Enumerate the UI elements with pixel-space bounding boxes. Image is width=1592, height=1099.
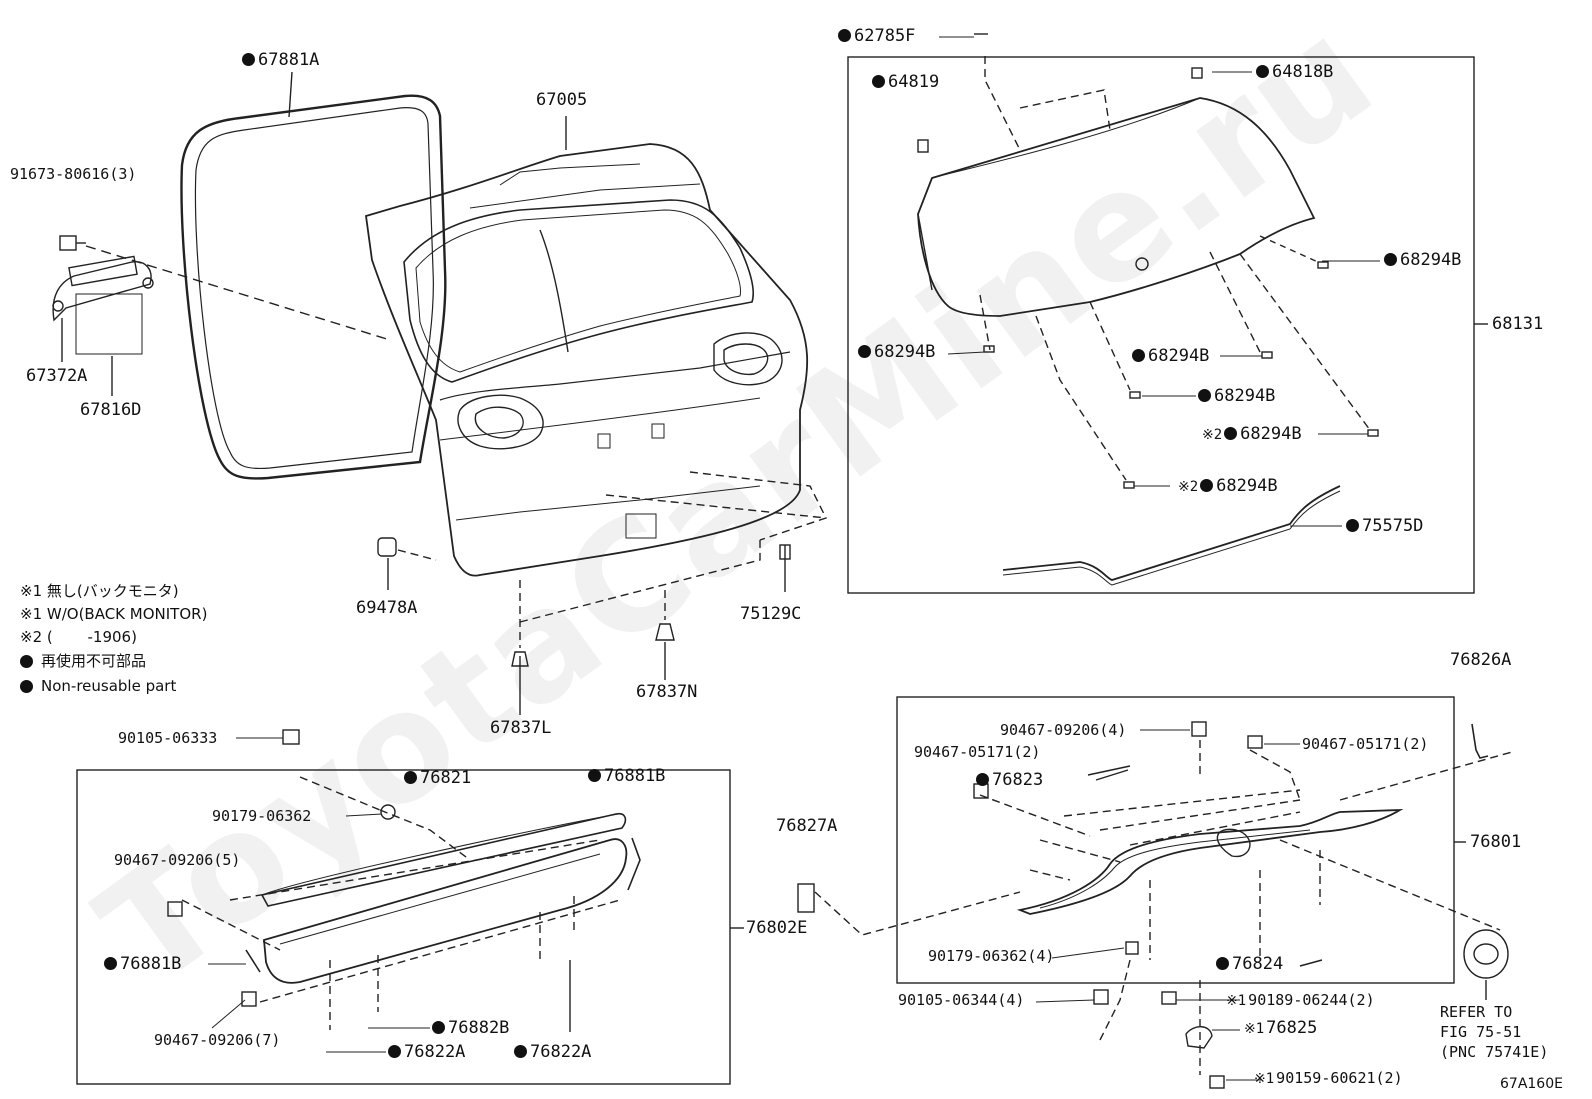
label-67837L: 67837L bbox=[490, 718, 552, 738]
non-reusable-dot-icon bbox=[588, 769, 601, 782]
label-90179-06362-4: 90179-06362(4) bbox=[928, 947, 1055, 965]
clip-67837N bbox=[655, 623, 675, 641]
non-reusable-dot-icon bbox=[1224, 427, 1238, 440]
frame-garnish-group bbox=[76, 769, 731, 1085]
non-reusable-dot-icon bbox=[1346, 519, 1359, 532]
non-reusable-dot-icon bbox=[838, 29, 851, 42]
non-reusable-dot-icon bbox=[20, 680, 33, 693]
label-68294B-4: 68294B bbox=[1198, 386, 1275, 406]
label-90467-05171-2a: 90467-05171(2) bbox=[1302, 735, 1429, 753]
clip-lines-67837 bbox=[519, 471, 827, 648]
label-69478A: 69478A bbox=[356, 598, 418, 618]
non-reusable-dot-icon bbox=[404, 771, 417, 784]
label-64818B: 64818B bbox=[1256, 62, 1333, 82]
refer-line-3: (PNC 75741E) bbox=[1440, 1043, 1549, 1061]
label-67005: 67005 bbox=[536, 90, 588, 110]
refer-line-1: REFER TO bbox=[1440, 1003, 1513, 1021]
non-reusable-dot-icon bbox=[1216, 957, 1229, 970]
label-90467-09206-7: 90467-09206(7) bbox=[154, 1031, 281, 1049]
non-reusable-dot-icon bbox=[858, 345, 871, 358]
non-reusable-dot-icon bbox=[872, 75, 885, 88]
label-67816D: 67816D bbox=[80, 400, 142, 420]
label-68294B-2: 68294B bbox=[858, 342, 935, 362]
non-reusable-dot-icon bbox=[242, 53, 255, 66]
non-reusable-dot-icon bbox=[514, 1045, 527, 1058]
non-reusable-dot-icon bbox=[1198, 389, 1211, 402]
label-91673-80616: 91673-80616(3) bbox=[10, 165, 137, 183]
label-68131: 68131 bbox=[1492, 314, 1544, 334]
back-glass-68131 bbox=[917, 33, 1488, 586]
label-76801: 76801 bbox=[1470, 832, 1522, 852]
note-non-reusable-en: Non-reusable part bbox=[20, 677, 176, 695]
label-75129C: 75129C bbox=[740, 604, 802, 624]
note-1-jp: ※1 無し(バックモニタ) bbox=[20, 582, 179, 600]
non-reusable-dot-icon bbox=[976, 773, 989, 786]
non-reusable-dot-icon bbox=[1384, 253, 1397, 266]
label-90467-09206-4: 90467-09206(4) bbox=[1000, 721, 1127, 739]
label-75575D: 75575D bbox=[1346, 516, 1423, 536]
non-reusable-dot-icon bbox=[388, 1045, 401, 1058]
label-76882B: 76882B bbox=[432, 1018, 509, 1038]
label-90105-06333: 90105-06333 bbox=[118, 729, 218, 747]
label-67837N: 67837N bbox=[636, 682, 698, 702]
frame-glass-group bbox=[847, 56, 1475, 594]
non-reusable-dot-icon bbox=[1256, 65, 1269, 78]
non-reusable-dot-icon bbox=[1200, 479, 1214, 492]
note-2: ※2 ( -1906) bbox=[20, 628, 137, 646]
label-62785F: 62785F bbox=[838, 26, 915, 46]
diagram-code: 67A160E bbox=[1500, 1076, 1563, 1092]
label-90467-09206-5: 90467-09206(5) bbox=[114, 851, 241, 869]
non-reusable-dot-icon bbox=[432, 1021, 445, 1034]
label-76822A-2: 76822A bbox=[514, 1042, 591, 1062]
garnish-76802E bbox=[167, 729, 744, 1032]
weatherstrip-67881A bbox=[180, 71, 447, 480]
label-90105-06344-4: 90105-06344(4) bbox=[898, 991, 1025, 1009]
back-door-panel-67005 bbox=[365, 116, 809, 577]
label-76881B-left: 76881B bbox=[104, 954, 181, 974]
label-67372A: 67372A bbox=[26, 366, 88, 386]
label-76826A: 76826A bbox=[1450, 650, 1512, 670]
non-reusable-dot-icon bbox=[104, 957, 117, 970]
clip-75129C bbox=[779, 544, 791, 560]
label-90467-05171-2b: 90467-05171(2) bbox=[914, 743, 1041, 761]
label-68294B-1: 68294B bbox=[1384, 250, 1461, 270]
clip-67837L bbox=[511, 651, 529, 667]
label-67881A: 67881A bbox=[242, 50, 319, 70]
non-reusable-dot-icon bbox=[1132, 349, 1145, 362]
label-76827A: 76827A bbox=[776, 816, 838, 836]
note-non-reusable-jp: 再使用不可部品 bbox=[20, 652, 146, 670]
hinge-bracket-67372A bbox=[52, 235, 391, 396]
label-90179-06362: 90179-06362 bbox=[212, 807, 312, 825]
label-76823: 76823 bbox=[976, 770, 1043, 790]
label-76821: 76821 bbox=[404, 768, 471, 788]
clip-69478A bbox=[377, 537, 437, 590]
frame-plate-group bbox=[896, 696, 1455, 984]
label-76824: 76824 bbox=[1216, 954, 1283, 974]
leader-lines bbox=[208, 36, 1380, 1081]
license-garnish-76801 bbox=[797, 721, 1513, 1089]
non-reusable-dot-icon bbox=[20, 655, 33, 668]
note-1-en: ※1 W/O(BACK MONITOR) bbox=[20, 605, 208, 623]
label-68294B-3: 68294B bbox=[1132, 346, 1209, 366]
label-76822A-1: 76822A bbox=[388, 1042, 465, 1062]
refer-line-2: FIG 75-51 bbox=[1440, 1023, 1522, 1041]
label-76881B-top: 76881B bbox=[588, 766, 665, 786]
label-76802E: 76802E bbox=[746, 918, 808, 938]
label-64819: 64819 bbox=[872, 72, 939, 92]
